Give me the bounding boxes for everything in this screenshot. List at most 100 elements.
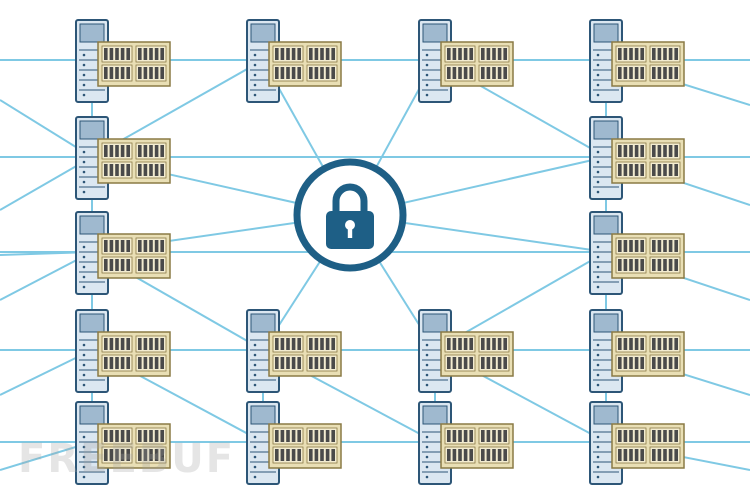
panel-cell xyxy=(663,259,667,271)
panel-cell xyxy=(149,259,153,271)
panel-cell xyxy=(634,449,639,461)
panel-cell xyxy=(109,338,114,350)
server-node xyxy=(418,19,514,103)
server-led xyxy=(596,285,600,289)
panel-cell xyxy=(629,48,633,60)
server-led xyxy=(425,455,429,459)
panel-cell xyxy=(314,449,319,461)
panel-cell xyxy=(452,430,457,442)
server-led xyxy=(82,190,86,194)
panel-cell xyxy=(458,449,462,461)
server-led xyxy=(425,435,429,439)
server-vent xyxy=(79,405,105,425)
panel-cell xyxy=(331,357,335,369)
panel-cell xyxy=(657,357,662,369)
panel-cell xyxy=(452,357,457,369)
server-vent xyxy=(250,405,276,425)
panel-cell xyxy=(481,48,485,60)
panel-cell xyxy=(280,430,285,442)
panel-cell xyxy=(154,145,159,157)
panel-cell xyxy=(447,338,451,350)
panel-cell xyxy=(674,164,678,176)
panel-cell xyxy=(497,48,502,60)
server-node xyxy=(246,309,342,393)
panel-cell xyxy=(652,338,656,350)
panel-cell xyxy=(138,145,142,157)
panel-cell xyxy=(154,357,159,369)
panel-cell xyxy=(463,48,468,60)
panel-cell xyxy=(674,240,678,252)
panel-cell xyxy=(320,67,324,79)
panel-cell xyxy=(623,259,628,271)
central-lock-hub xyxy=(293,158,407,272)
panel-cell xyxy=(623,48,628,60)
panel-cell xyxy=(657,338,662,350)
panel-cell xyxy=(447,449,451,461)
server-node xyxy=(75,211,171,295)
server-led xyxy=(82,363,86,367)
server-led xyxy=(596,363,600,367)
panel-cell xyxy=(452,67,457,79)
server-node xyxy=(75,116,171,200)
server-led xyxy=(82,445,86,449)
server-led xyxy=(425,53,429,57)
server-led xyxy=(82,150,86,154)
panel-cell xyxy=(309,67,313,79)
panel-cell xyxy=(652,67,656,79)
panel-cell xyxy=(452,338,457,350)
panel-cell xyxy=(138,449,142,461)
server-vent xyxy=(593,313,619,333)
panel-cell xyxy=(138,338,142,350)
panel-cell xyxy=(120,357,125,369)
panel-cell xyxy=(640,145,644,157)
server-led xyxy=(596,353,600,357)
panel-cell xyxy=(668,259,673,271)
panel-cell xyxy=(497,357,502,369)
panel-cell xyxy=(652,164,656,176)
panel-cell xyxy=(674,145,678,157)
panel-cell xyxy=(160,164,164,176)
panel-cell xyxy=(115,145,119,157)
panel-cell xyxy=(138,240,142,252)
server-led xyxy=(596,150,600,154)
panel-cell xyxy=(149,145,153,157)
panel-cell xyxy=(652,48,656,60)
panel-cell xyxy=(634,48,639,60)
panel-cell xyxy=(309,430,313,442)
panel-cell xyxy=(469,449,473,461)
panel-cell xyxy=(143,357,148,369)
panel-cell xyxy=(149,164,153,176)
panel-cell xyxy=(154,240,159,252)
panel-cell xyxy=(280,357,285,369)
panel-cell xyxy=(109,67,114,79)
panel-cell xyxy=(492,357,496,369)
panel-cell xyxy=(143,259,148,271)
panel-cell xyxy=(143,449,148,461)
server-led xyxy=(425,93,429,97)
panel-cell xyxy=(160,259,164,271)
panel-cell xyxy=(104,67,108,79)
panel-cell xyxy=(668,145,673,157)
server-vent xyxy=(422,405,448,425)
server-led xyxy=(253,53,257,57)
server-led xyxy=(596,73,600,77)
panel-cell xyxy=(115,357,119,369)
panel-cell xyxy=(309,449,313,461)
panel-cell xyxy=(120,259,125,271)
panel-cell xyxy=(623,145,628,157)
padlock-keyhole-slot xyxy=(347,227,353,238)
panel-cell xyxy=(497,430,502,442)
server-vent xyxy=(593,405,619,425)
panel-cell xyxy=(126,67,130,79)
panel-cell xyxy=(663,430,667,442)
server-led xyxy=(596,275,600,279)
panel-cell xyxy=(149,67,153,79)
panel-cell xyxy=(640,449,644,461)
panel-cell xyxy=(618,430,622,442)
panel-cell xyxy=(297,430,301,442)
panel-cell xyxy=(138,259,142,271)
panel-cell xyxy=(492,430,496,442)
panel-cell xyxy=(663,449,667,461)
panel-cell xyxy=(104,338,108,350)
panel-cell xyxy=(115,430,119,442)
